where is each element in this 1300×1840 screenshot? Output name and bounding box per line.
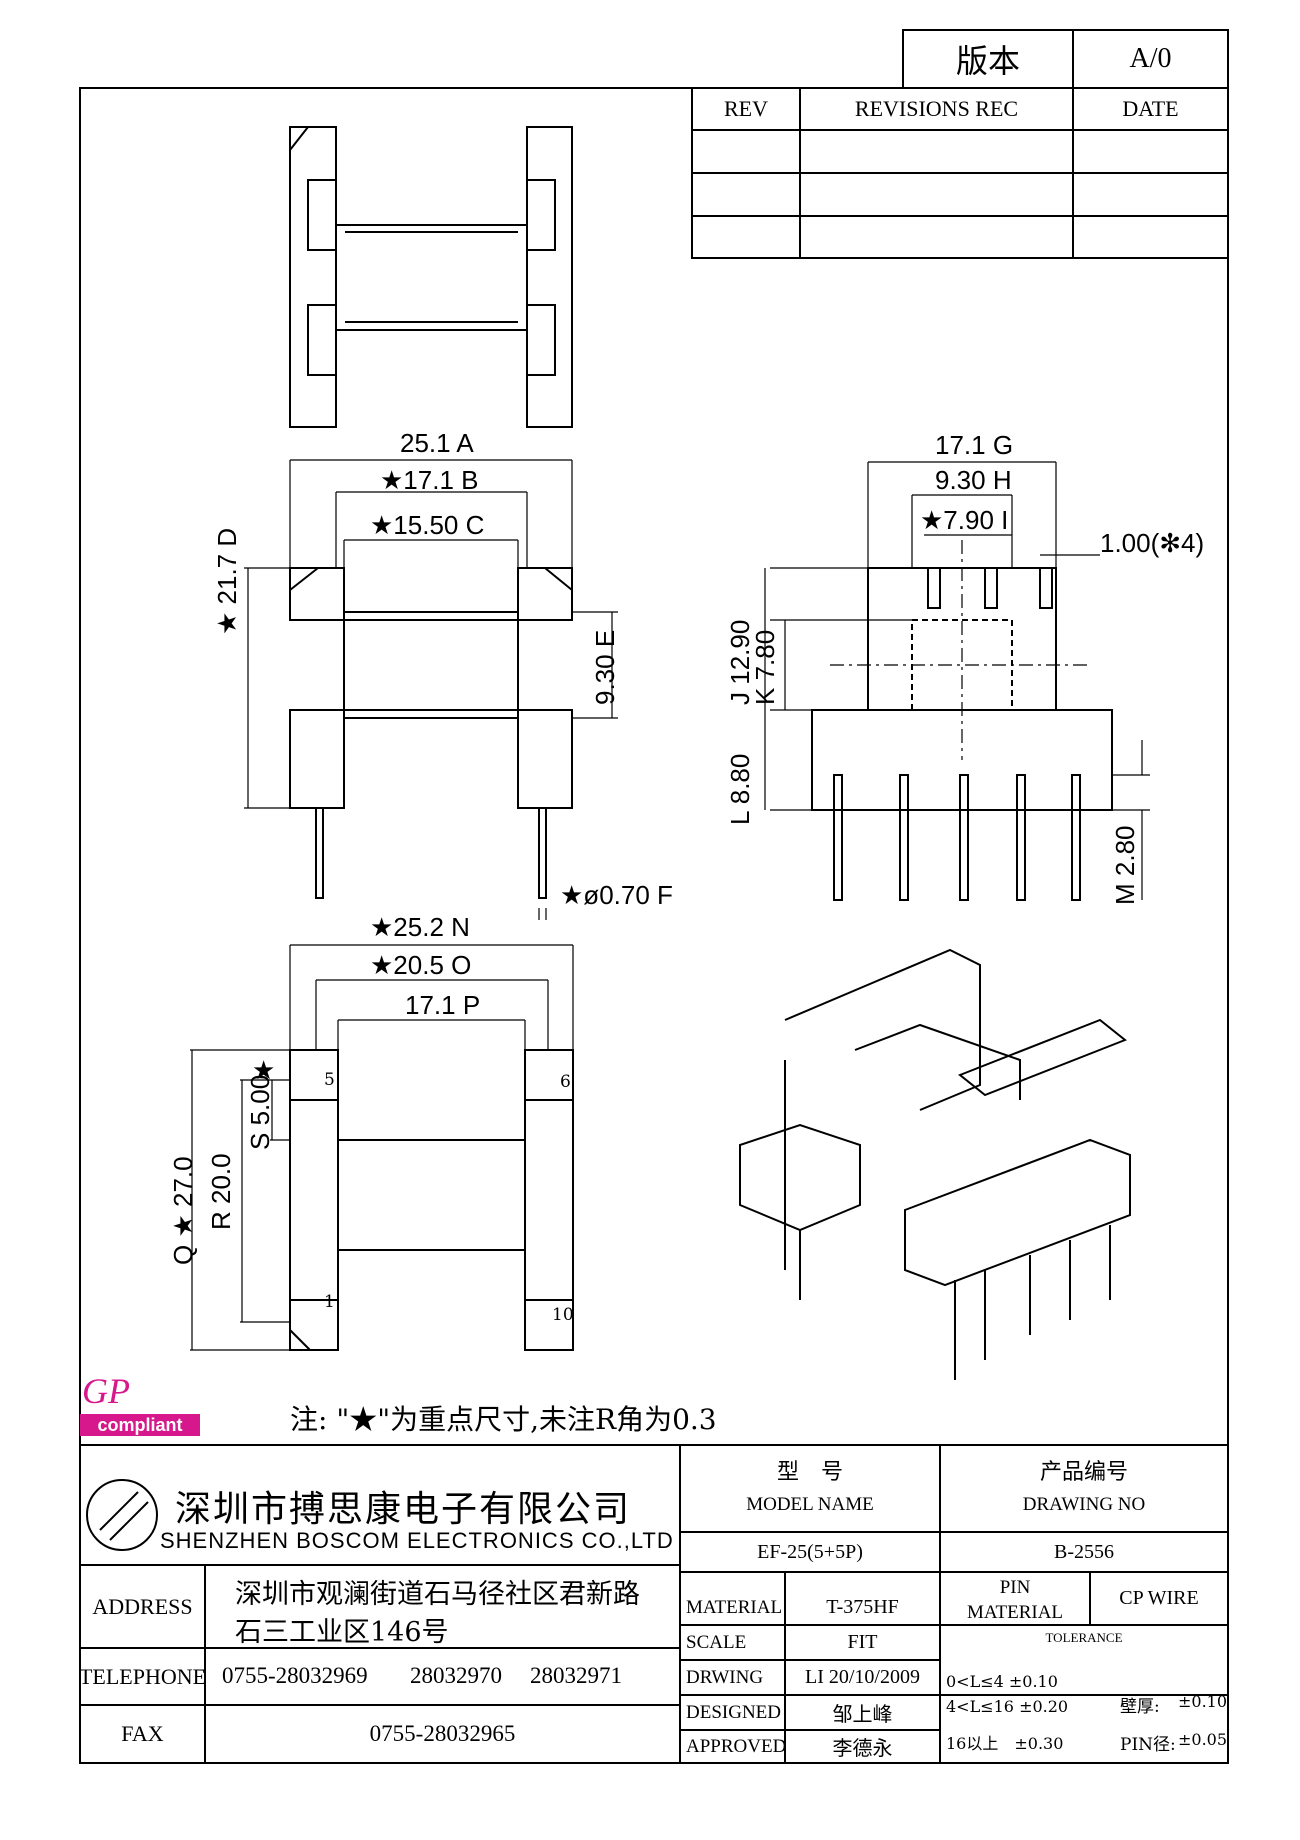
drwing-value: LI 20/10/2009 — [805, 1666, 920, 1688]
dim-c: ★15.50 C — [370, 510, 485, 540]
pin-number-6: 6 — [560, 1072, 571, 1092]
dim-m: M 2.80 — [1110, 825, 1140, 905]
pin-number-1: 1 — [324, 1292, 335, 1312]
pin-number-10: 10 — [552, 1305, 574, 1325]
company-logo — [86, 1479, 158, 1551]
top-view — [289, 126, 573, 428]
telephone-1: 0755-28032969 — [222, 1663, 368, 1688]
dim-p: 17.1 P — [405, 990, 481, 1020]
date-header: DATE — [1122, 96, 1179, 121]
pin-number-5: 5 — [324, 1070, 335, 1090]
dim-g: 17.1 G — [935, 430, 1014, 460]
dim-e: 9.30 E — [590, 629, 620, 705]
revision-label: 版本 — [955, 43, 1020, 79]
wall-thickness-label: 壁厚: — [1120, 1697, 1160, 1717]
model-label-cn: 型 号 — [776, 1459, 843, 1484]
model-label-en: MODEL NAME — [746, 1494, 874, 1515]
material-value: T-375HF — [826, 1596, 899, 1618]
tolerance-range-3: 16以上 ±0.30 — [946, 1734, 1064, 1753]
revision-value: A/0 — [1129, 43, 1172, 74]
dim-star-marker: ★ — [252, 1055, 276, 1085]
drawing-no-value: B-2556 — [1054, 1540, 1114, 1563]
scale-label: SCALE — [686, 1631, 747, 1653]
dim-q: Q ★ 27.0 — [168, 1156, 198, 1265]
tolerance-range-2: 4<L≤16 ±0.20 — [946, 1697, 1069, 1716]
dim-b: ★17.1 B — [380, 465, 479, 495]
front-view — [244, 459, 618, 920]
drawing-no-label-en: DRAWING NO — [1022, 1494, 1146, 1515]
telephone-3: 28032971 — [530, 1663, 622, 1688]
pin-material-value: CP WIRE — [1119, 1587, 1199, 1609]
drawing-frame — [79, 87, 1229, 1764]
title-block — [80, 1444, 1228, 1763]
dim-n: ★25.2 N — [370, 912, 470, 942]
drawing-no-label-cn: 产品编号 — [1039, 1459, 1128, 1484]
pin-diameter-label: PIN径: — [1120, 1735, 1176, 1755]
dim-f: ★ø0.70 F — [560, 880, 673, 910]
designed-label: DESIGNED — [686, 1701, 781, 1723]
dim-k: K 7.80 — [750, 629, 780, 705]
dim-pin-width: 1.00(✻4) — [1100, 528, 1205, 558]
wall-thickness-value: ±0.10 — [1178, 1692, 1228, 1711]
company-name-en: SHENZHEN BOSCOM ELECTRONICS CO.,LTD — [160, 1528, 674, 1553]
telephone-2: 28032970 — [410, 1663, 502, 1688]
address-line1: 深圳市观澜街道石马径社区君新路 — [235, 1579, 640, 1610]
bottom-view — [190, 944, 574, 1351]
pin-material-label-2: MATERIAL — [966, 1601, 1064, 1623]
dim-h: 9.30 H — [935, 465, 1012, 495]
drwing-label: DRWING — [686, 1666, 764, 1688]
rev-header: REV — [724, 96, 768, 121]
tolerance-label: TOLERANCE — [1045, 1629, 1123, 1645]
scale-value: FIT — [847, 1631, 878, 1653]
address-line2: 石三工业区146号 — [235, 1617, 449, 1648]
tolerance-range-1: 0<L≤4 ±0.10 — [946, 1672, 1058, 1691]
fax-label: FAX — [121, 1721, 164, 1746]
telephone-label: TELEPHONE — [78, 1663, 207, 1689]
fax-value: 0755-28032965 — [369, 1721, 516, 1746]
dim-i: ★7.90 I — [920, 505, 1009, 535]
pin-material-label-1: PIN — [999, 1576, 1031, 1598]
dim-o: ★20.5 O — [370, 950, 472, 980]
dim-d: ★ 21.7 D — [212, 527, 242, 635]
dim-s: S 5.00 — [245, 1074, 275, 1150]
approved-value: 李德永 — [832, 1738, 893, 1760]
dim-a: 25.1 A — [400, 428, 474, 458]
revisions-rec-header: REVISIONS REC — [854, 96, 1019, 121]
pin-diameter-value: ±0.05 — [1178, 1730, 1228, 1749]
address-label: ADDRESS — [92, 1593, 193, 1619]
gp-compliant-logo: GP compliant — [80, 1370, 220, 1440]
approved-label: APPROVED — [686, 1735, 787, 1757]
dim-l: L 8.80 — [725, 753, 755, 825]
drawing-note: 注: "★"为重点尺寸,未注R角为0.3 — [290, 1403, 717, 1436]
isometric-view — [739, 948, 1131, 1380]
material-label: MATERIAL — [686, 1596, 783, 1618]
dim-r: R 20.0 — [206, 1153, 236, 1230]
model-value: EF-25(5+5P) — [757, 1540, 863, 1563]
company-name-cn: 深圳市搏思康电子有限公司 — [175, 1489, 632, 1530]
designed-value: 邹上峰 — [832, 1704, 893, 1726]
side-view — [764, 461, 1150, 901]
